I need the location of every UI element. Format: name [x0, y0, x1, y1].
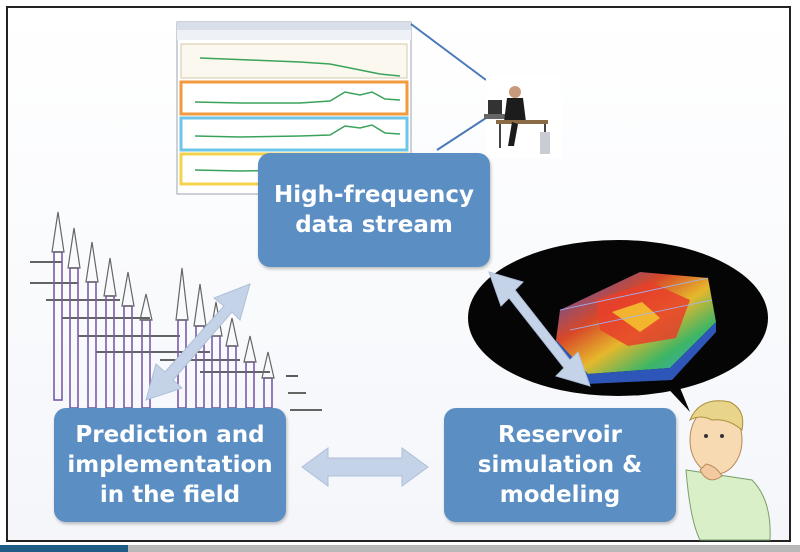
prediction-implementation-box: Prediction and implementation in the fie…: [54, 408, 286, 522]
arrow-wells-to-data: [145, 283, 251, 401]
reservoir-speech-bubble: [468, 240, 768, 412]
box-pred-line1: Prediction and: [75, 422, 265, 448]
thinking-man-icon: [685, 400, 771, 541]
bottom-bar-accent: [0, 545, 128, 552]
box-res-line3: modeling: [499, 482, 621, 508]
box-hf-line1: High-frequency: [274, 182, 474, 208]
arrow-prediction-to-reservoir: [301, 447, 429, 487]
reservoir-3d-model: [552, 272, 716, 384]
person-at-desk-icon: [484, 76, 562, 158]
box-pred-line3: in the field: [99, 482, 241, 508]
box-res-line2: simulation &: [477, 452, 643, 478]
arrow-reservoir-to-data: [488, 271, 591, 387]
reservoir-simulation-box: Reservoir simulation & modeling: [444, 408, 676, 522]
box-hf-line2: data stream: [295, 212, 453, 238]
high-frequency-data-stream-box: High-frequency data stream: [258, 153, 490, 267]
box-pred-line2: implementation: [67, 452, 273, 478]
bottom-bar: [128, 545, 800, 552]
box-res-line1: Reservoir: [498, 422, 622, 448]
